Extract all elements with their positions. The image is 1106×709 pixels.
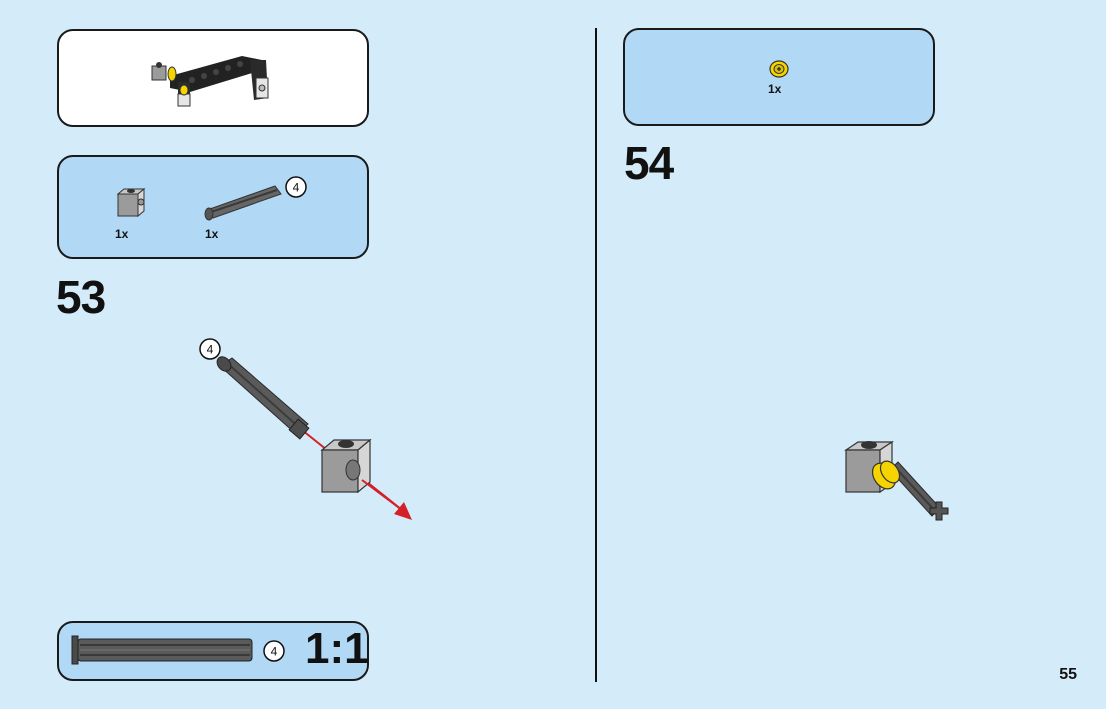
step53-build-illustration (216, 356, 412, 520)
step54-build-illustration (844, 440, 949, 521)
part-qty: 1x (205, 227, 219, 241)
callout-number: 4 (271, 645, 278, 659)
callout-circle: 4 (285, 176, 307, 198)
technic-brick-icon (116, 187, 146, 218)
callout-number: 4 (293, 181, 300, 195)
callout-circle: 4 (199, 338, 221, 360)
step-number: 54 (624, 137, 674, 189)
step53-parts-panel (57, 155, 369, 259)
part-qty: 1x (768, 82, 782, 96)
scale-label: 1:1 (305, 624, 369, 673)
callout-circle: 4 (263, 640, 285, 662)
axle-scale-image (71, 635, 253, 665)
yellow-bush-icon (769, 60, 789, 78)
step54-parts-panel (623, 28, 935, 126)
callout-number: 4 (207, 343, 214, 357)
technic-axle-icon (204, 185, 282, 221)
step-number: 53 (56, 271, 106, 323)
subassembly-model-image (151, 56, 269, 107)
page-divider (595, 28, 597, 682)
page-number: 55 (1059, 666, 1077, 683)
part-qty: 1x (115, 227, 129, 241)
